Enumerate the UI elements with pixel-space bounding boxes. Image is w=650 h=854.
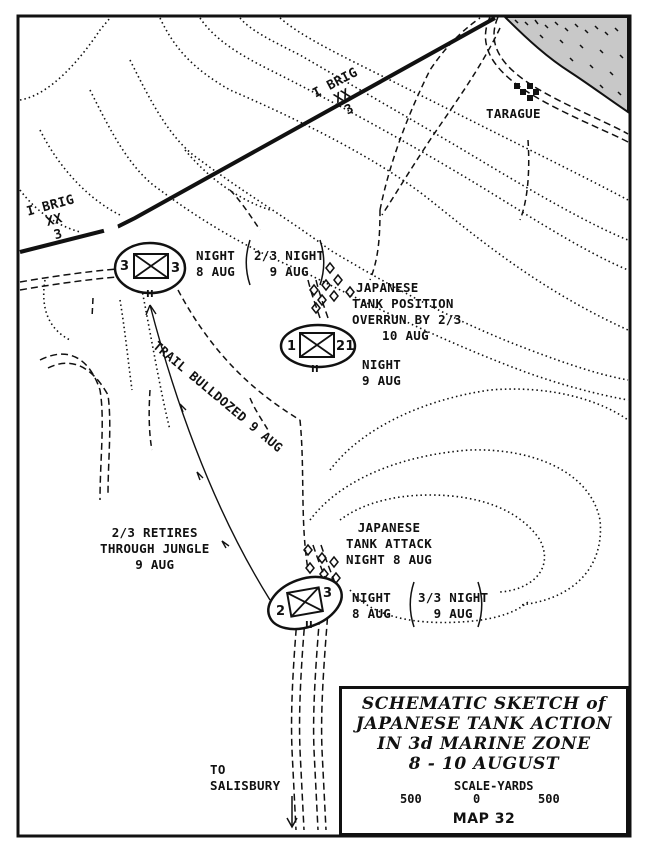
night-8-aug-top: NIGHT 8 AUG: [196, 248, 236, 279]
legend-title-line-4: 8 - 10 AUGUST: [408, 754, 560, 774]
night-8-aug-bottom: NIGHT 8 AUG: [352, 590, 392, 621]
tarague-symbol: [514, 83, 539, 101]
unit-b-size: II: [311, 364, 320, 375]
withdrawal-arrows: [145, 304, 271, 601]
night-9-aug-2-3: 2/3 NIGHT 9 AUG: [254, 248, 325, 279]
unit-b-symbol: [279, 323, 357, 369]
corps-boundary: [19, 16, 496, 254]
night-9-aug-mid: NIGHT 9 AUG: [362, 357, 402, 388]
map-number: MAP 32: [452, 811, 516, 827]
tarague-label: TARAGUE: [486, 106, 541, 121]
salisbury-arrow: [286, 796, 298, 829]
map-border: [16, 14, 632, 838]
unit-c-size: II: [305, 620, 314, 631]
unit-c-right: 3: [323, 586, 333, 601]
coast: [502, 16, 629, 114]
unit-b-right: 21: [336, 339, 355, 354]
trails: [91, 17, 530, 571]
unit-a-right: 3: [171, 261, 181, 276]
unit-c-symbol: [267, 575, 343, 631]
scale-mid-value: 0: [473, 792, 481, 806]
retires-label: 2/3 RETIRES THROUGH JUNGLE 9 AUG: [100, 525, 210, 572]
tank-position-label: JAPANESE TANK POSITION OVERRUN BY 2/3 10…: [352, 280, 462, 343]
tank-attack-label: JAPANESE TANK ATTACK NIGHT 8 AUG: [346, 520, 433, 567]
to-salisbury-label: TO SALISBURY: [210, 762, 281, 793]
legend-title-line-1: SCHEMATIC SKETCH of: [361, 694, 607, 714]
brackets: [245, 239, 483, 628]
unit-a-left: 3: [120, 259, 130, 274]
unit-a-size: II: [146, 289, 155, 300]
tank-symbols: [303, 261, 355, 585]
unit-a-symbol: [113, 241, 187, 295]
night-9-aug-3-3: 3/3 NIGHT 9 AUG: [418, 590, 489, 621]
scale-right-value: 500: [538, 792, 560, 806]
scale-label: SCALE-YARDS: [454, 779, 534, 793]
corps-boundary-gap: [103, 224, 119, 234]
unit-b-left: 1: [287, 339, 297, 354]
legend-title-line-2: JAPANESE TANK ACTION: [355, 714, 613, 734]
unit-c-left: 2: [276, 604, 286, 619]
map-legend: SCHEMATIC SKETCH of JAPANESE TANK ACTION…: [339, 686, 629, 836]
contour-lines: [19, 17, 629, 624]
scale-left-value: 500: [400, 792, 422, 806]
legend-title-line-3: IN 3d MARINE ZONE: [377, 734, 591, 754]
